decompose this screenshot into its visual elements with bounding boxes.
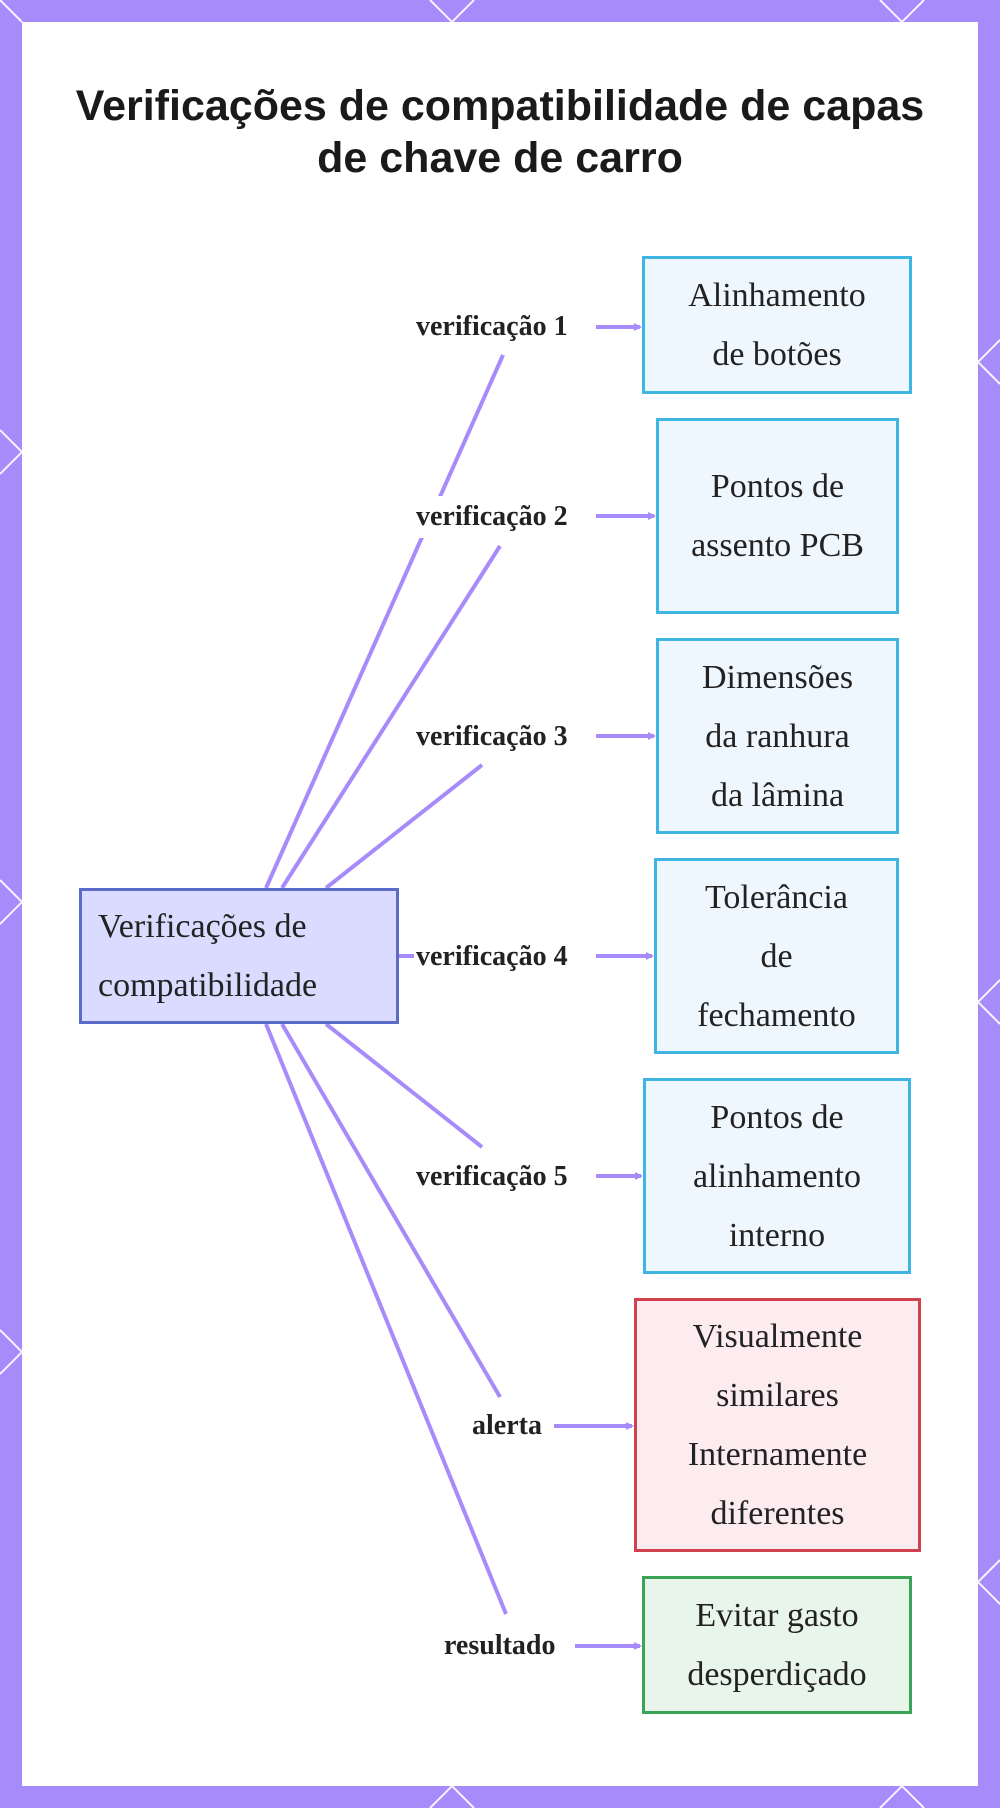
edge-label-2: verificação 2 [414,496,570,538]
branch-node-5: Pontos de alinhamento interno [643,1078,911,1274]
branch-node-4-line-3: fechamento [697,996,856,1034]
branch-node-4-line-1: Tolerância [705,878,848,916]
branch-node-6-line-4: diferentes [710,1495,845,1532]
branch-node-5-line-3: interno [728,1216,826,1254]
branch-node-1: Alinhamento de botões [642,256,912,394]
branch-node-6-line-1: Visualmente [692,1318,863,1355]
branch-node-3: Dimensões da ranhura da lâmina [656,638,899,834]
branch-node-5-line-2: alinhamento [692,1157,862,1195]
page-title: Verificações de compatibilidade de capas… [75,82,925,182]
edge-label-6: alerta [470,1405,544,1447]
branch-node-6-line-3: Internamente [687,1436,868,1473]
branch-node-7: Evitar gasto desperdiçado [642,1576,912,1714]
edge-label-5: verificação 5 [414,1156,570,1198]
branch-node-3-line-2: da ranhura [705,717,850,755]
branch-node-5-line-1: Pontos de [710,1098,844,1136]
connector-root-to-branch-3 [324,763,484,890]
branch-node-1-line-2: de botões [712,336,842,373]
branch-node-4: Tolerância de fechamento [654,858,899,1054]
connector-root-to-branch-6 [280,1022,502,1399]
branch-node-3-line-1: Dimensões [701,658,854,696]
root-node-compatibility-checks: Verificações de compatibilidade [79,888,399,1024]
branch-node-2-line-1: Pontos de [710,468,845,505]
root-line-2: compatibilidade [98,967,318,1004]
edge-label-7: resultado [442,1625,558,1667]
branch-node-7-line-1: Evitar gasto [695,1597,859,1634]
branch-node-6-line-2: similares [716,1377,839,1414]
edge-label-4: verificação 4 [414,936,570,978]
connector-root-to-branch-2 [280,544,502,890]
root-line-1: Verificações de [98,908,307,945]
edge-label-1: verificação 1 [414,306,570,348]
connector-root-to-branch-7 [264,1023,508,1615]
branch-node-2-line-2: assento PCB [691,527,864,564]
branch-node-3-line-3: da lâmina [710,776,845,814]
branch-node-2: Pontos de assento PCB [656,418,899,614]
edge-label-3: verificação 3 [414,716,570,758]
connector-root-to-branch-5 [324,1022,484,1149]
branch-node-1-line-1: Alinhamento [688,277,866,314]
connector-root-to-branch-1 [264,354,505,889]
branch-node-4-line-2: de [760,937,793,975]
branch-node-7-line-2: desperdiçado [687,1656,867,1693]
